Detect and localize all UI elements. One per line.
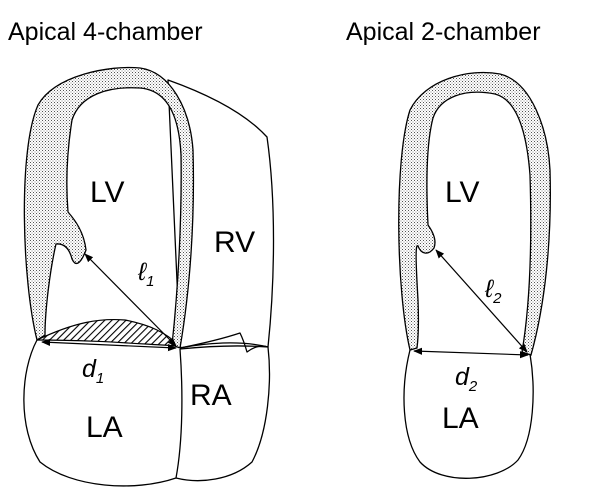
view-title-2-chamber: Apical 2-chamber — [346, 18, 541, 46]
ra-outline — [176, 346, 269, 481]
dimension-d2-arrow — [414, 351, 528, 355]
l2-label: ℓ2 — [484, 275, 502, 307]
label-ra: RA — [190, 379, 232, 412]
mitral-leaflet-hatched — [37, 320, 180, 346]
label-rv: RV — [214, 226, 255, 259]
length-l2-arrow — [436, 250, 527, 352]
d2-label: d2 — [455, 363, 478, 395]
label-lv-4-chamber: LV — [90, 176, 124, 209]
label-la-4-chamber: LA — [86, 411, 123, 444]
d1-label: d1 — [82, 355, 104, 387]
l1-label: ℓ1 — [137, 258, 154, 290]
apical-4-chamber-view: Apical 4-chamber d1 ℓ1 LV RV LA RA — [8, 18, 274, 486]
label-lv-2-chamber: LV — [445, 176, 479, 209]
view-title-4-chamber: Apical 4-chamber — [8, 18, 203, 46]
label-la-2-chamber: LA — [442, 402, 479, 435]
lv-wall-2-chamber — [399, 73, 551, 356]
apical-2-chamber-view: Apical 2-chamber d2 ℓ2 LV LA — [346, 18, 550, 478]
